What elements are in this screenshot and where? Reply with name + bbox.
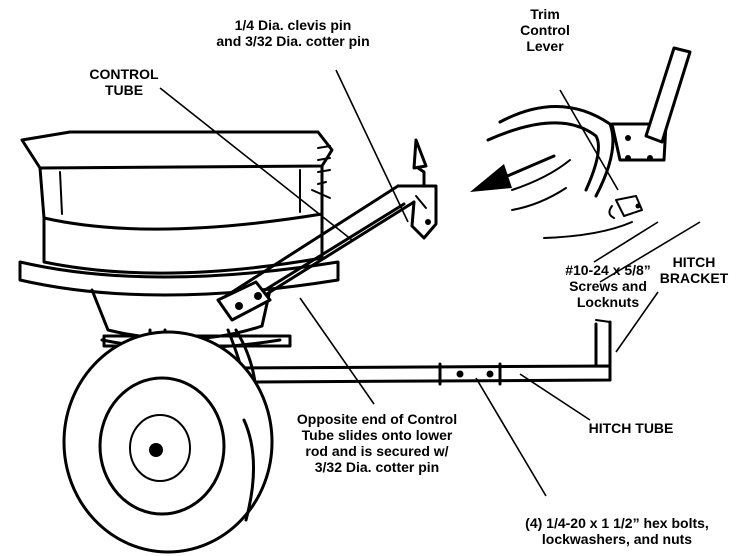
label-hex-bolts: (4) 1/4-20 x 1 1/2” hex bolts, lockwashe… (525, 515, 709, 547)
leader-screws-lower (599, 221, 701, 283)
hitch-bracket (594, 319, 612, 382)
trim-control-lever (486, 46, 692, 239)
label-clevis-pin: 1/4 Dia. clevis pin and 3/32 Dia. cotter… (216, 17, 370, 49)
label-hitch-tube: HITCH TUBE (588, 420, 674, 436)
label-hitch-bracket: HITCH BRACKET (659, 254, 729, 286)
control-tube (216, 138, 438, 322)
label-trim-control-lever: Trim Control Lever (520, 6, 570, 54)
leader-trim-lever (559, 89, 619, 191)
leader-hitch-tube (519, 373, 591, 421)
label-screws-locknuts: #10-24 x 5/8” Screws and Locknuts (565, 262, 651, 310)
label-opposite-end: Opposite end of Control Tube slides onto… (296, 411, 458, 475)
leader-hex-bolts (475, 377, 547, 497)
label-control-tube: CONTROL TUBE (89, 66, 159, 98)
leader-screws-upper (593, 221, 659, 263)
wheel (62, 330, 274, 554)
leader-control-tube (159, 87, 353, 241)
hopper (18, 130, 340, 341)
leader-opposite-end (299, 297, 375, 405)
hitch-tube (234, 362, 612, 396)
direction-arrow (470, 154, 556, 192)
leader-clevis-pin (335, 69, 409, 223)
leader-lines (159, 69, 701, 497)
leader-hitch-bracket (615, 291, 659, 353)
